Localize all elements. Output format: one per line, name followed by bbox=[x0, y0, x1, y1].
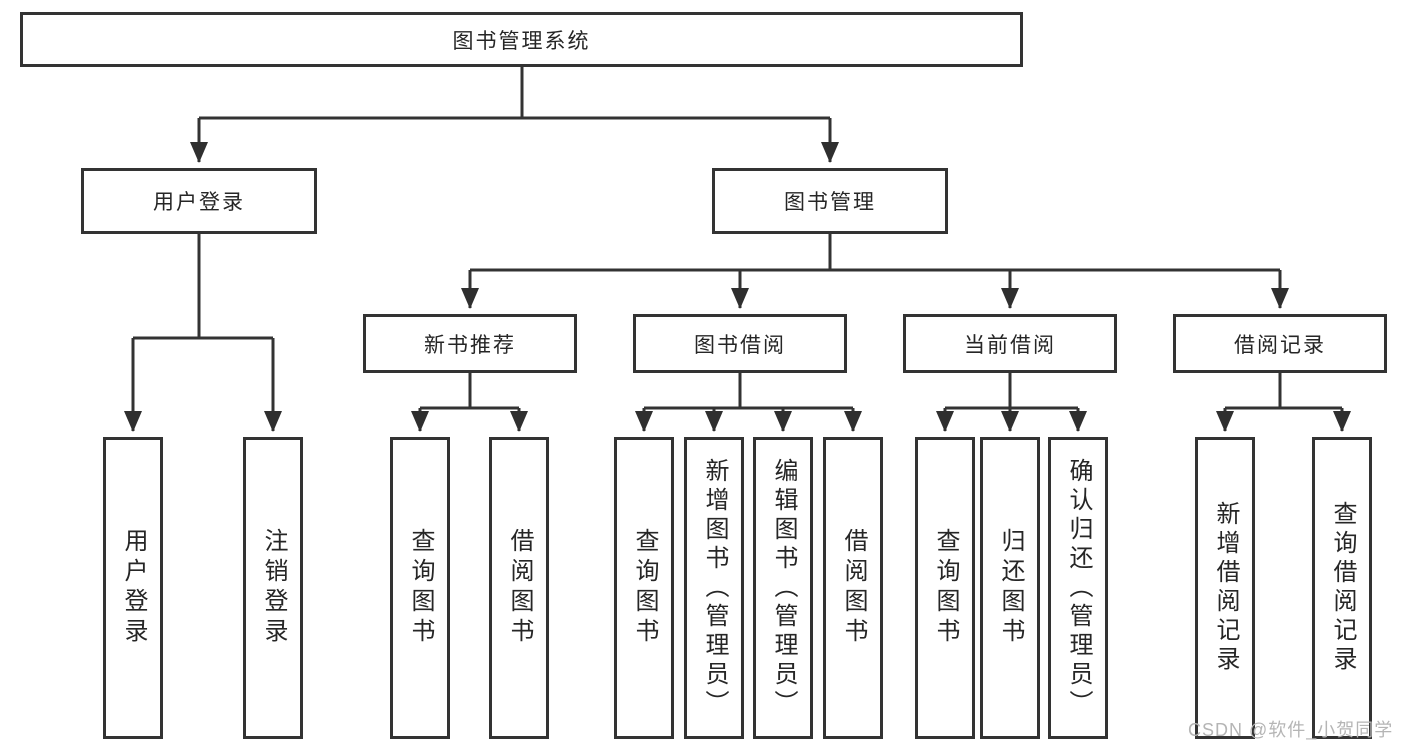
node-label: 新增图书（管理员） bbox=[701, 457, 728, 719]
leaf-edit-books-admin: 编辑图书（管理员） bbox=[753, 437, 813, 739]
node-label: 图书管理 bbox=[784, 191, 876, 214]
node-label: 借阅图书 bbox=[506, 528, 533, 648]
leaf-query-books-borrow: 查询图书 bbox=[614, 437, 674, 739]
node-label: 用户登录 bbox=[153, 191, 245, 214]
node-label: 查询借阅记录 bbox=[1329, 501, 1356, 675]
node-label: 注销登录 bbox=[260, 528, 287, 648]
node-current-borrowing: 当前借阅 bbox=[903, 314, 1117, 373]
node-label: 查询图书 bbox=[407, 528, 434, 648]
leaf-borrow-books-recommend: 借阅图书 bbox=[489, 437, 549, 739]
leaf-confirm-return-admin: 确认归还（管理员） bbox=[1048, 437, 1108, 739]
node-label: 查询图书 bbox=[631, 528, 658, 648]
node-label: 查询图书 bbox=[932, 528, 959, 648]
leaf-logout: 注销登录 bbox=[243, 437, 303, 739]
node-label: 归还图书 bbox=[997, 528, 1024, 648]
leaf-query-books-recommend: 查询图书 bbox=[390, 437, 450, 739]
node-library-management-system: 图书管理系统 bbox=[20, 12, 1023, 67]
node-label: 新增借阅记录 bbox=[1212, 501, 1239, 675]
node-label: 用户登录 bbox=[120, 528, 147, 648]
leaf-return-books: 归还图书 bbox=[980, 437, 1040, 739]
node-label: 编辑图书（管理员） bbox=[770, 457, 797, 719]
leaf-user-login: 用户登录 bbox=[103, 437, 163, 739]
node-book-borrowing: 图书借阅 bbox=[633, 314, 847, 373]
node-new-book-recommend: 新书推荐 bbox=[363, 314, 577, 373]
node-label: 确认归还（管理员） bbox=[1065, 457, 1092, 719]
leaf-add-borrow-record: 新增借阅记录 bbox=[1195, 437, 1255, 739]
node-label: 借阅图书 bbox=[840, 528, 867, 648]
node-user-login: 用户登录 bbox=[81, 168, 317, 234]
leaf-borrow-books: 借阅图书 bbox=[823, 437, 883, 739]
node-label: 图书借阅 bbox=[694, 333, 786, 357]
node-borrowing-records: 借阅记录 bbox=[1173, 314, 1387, 373]
leaf-query-books-current: 查询图书 bbox=[915, 437, 975, 739]
node-label: 图书管理系统 bbox=[452, 29, 591, 53]
node-label: 借阅记录 bbox=[1234, 333, 1326, 357]
leaf-query-borrow-record: 查询借阅记录 bbox=[1312, 437, 1372, 739]
leaf-add-books-admin: 新增图书（管理员） bbox=[684, 437, 744, 739]
node-label: 当前借阅 bbox=[964, 333, 1056, 357]
csdn-watermark: CSDN @软件_小贺同学 bbox=[1188, 720, 1394, 740]
node-label: 新书推荐 bbox=[424, 333, 516, 357]
node-book-management: 图书管理 bbox=[712, 168, 948, 234]
